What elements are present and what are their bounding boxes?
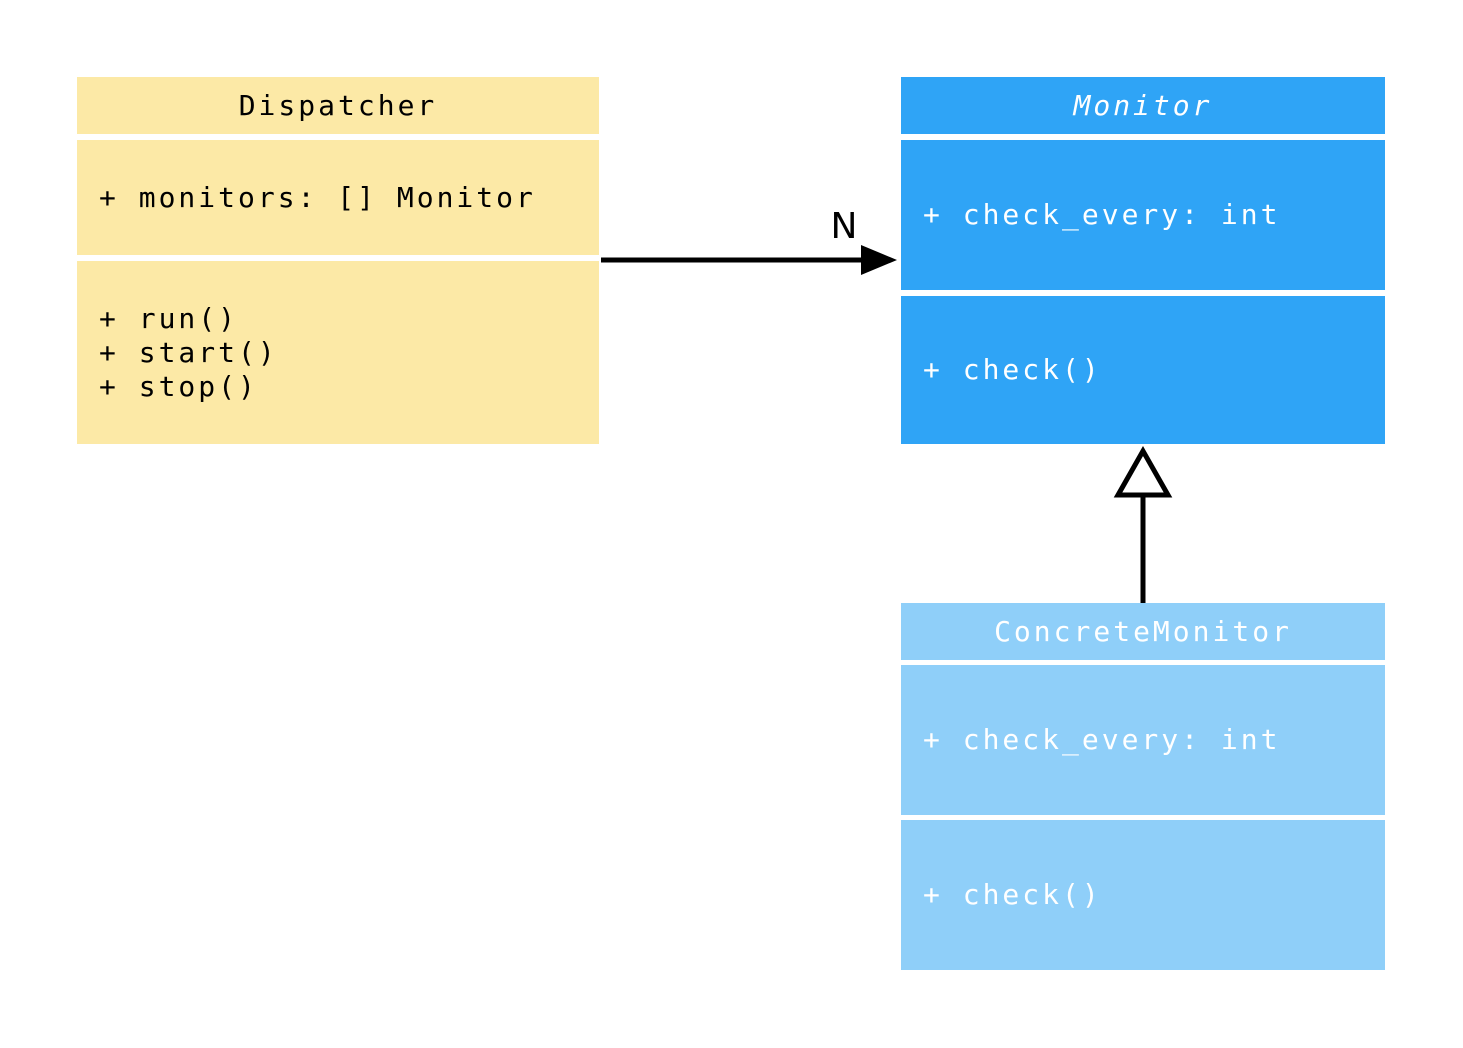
methods-section-monitor: + check() (901, 296, 1385, 444)
class-title-concrete-monitor: ConcreteMonitor (994, 615, 1292, 648)
attribute-check-every: + check_every: int (923, 723, 1281, 756)
section-divider (901, 134, 1385, 140)
generalization-arrow (1113, 445, 1173, 603)
association-multiplicity-label: N (830, 206, 858, 247)
section-divider (901, 290, 1385, 296)
association-arrow (601, 245, 897, 275)
attributes-section-monitor: + check_every: int (901, 140, 1385, 290)
association-arrowhead-icon (861, 245, 897, 275)
class-title-monitor: Monitor (1073, 89, 1213, 122)
section-divider (77, 134, 599, 140)
generalization-triangle-icon (1113, 445, 1173, 498)
class-box-concrete-monitor: ConcreteMonitor + check_every: int + che… (901, 603, 1385, 970)
methods-section-dispatcher: + run() + start() + stop() (77, 261, 599, 444)
attribute-monitors: + monitors: [] Monitor (99, 180, 536, 214)
method-run: + run() (99, 301, 239, 335)
class-box-dispatcher: Dispatcher + monitors: [] Monitor + run(… (77, 77, 599, 444)
methods-section-concrete-monitor: + check() (901, 820, 1385, 970)
attribute-check-every: + check_every: int (923, 198, 1281, 231)
method-start: + start() (99, 335, 278, 369)
class-title-dispatcher: Dispatcher (238, 89, 438, 122)
attributes-section-concrete-monitor: + check_every: int (901, 665, 1385, 815)
class-box-monitor: Monitor + check_every: int + check() (901, 77, 1385, 444)
section-divider (901, 660, 1385, 665)
method-check: + check() (923, 353, 1102, 386)
section-divider (901, 815, 1385, 820)
method-check: + check() (923, 878, 1102, 911)
section-divider (77, 255, 599, 261)
attributes-section-dispatcher: + monitors: [] Monitor (77, 140, 599, 255)
method-stop: + stop() (99, 369, 258, 403)
